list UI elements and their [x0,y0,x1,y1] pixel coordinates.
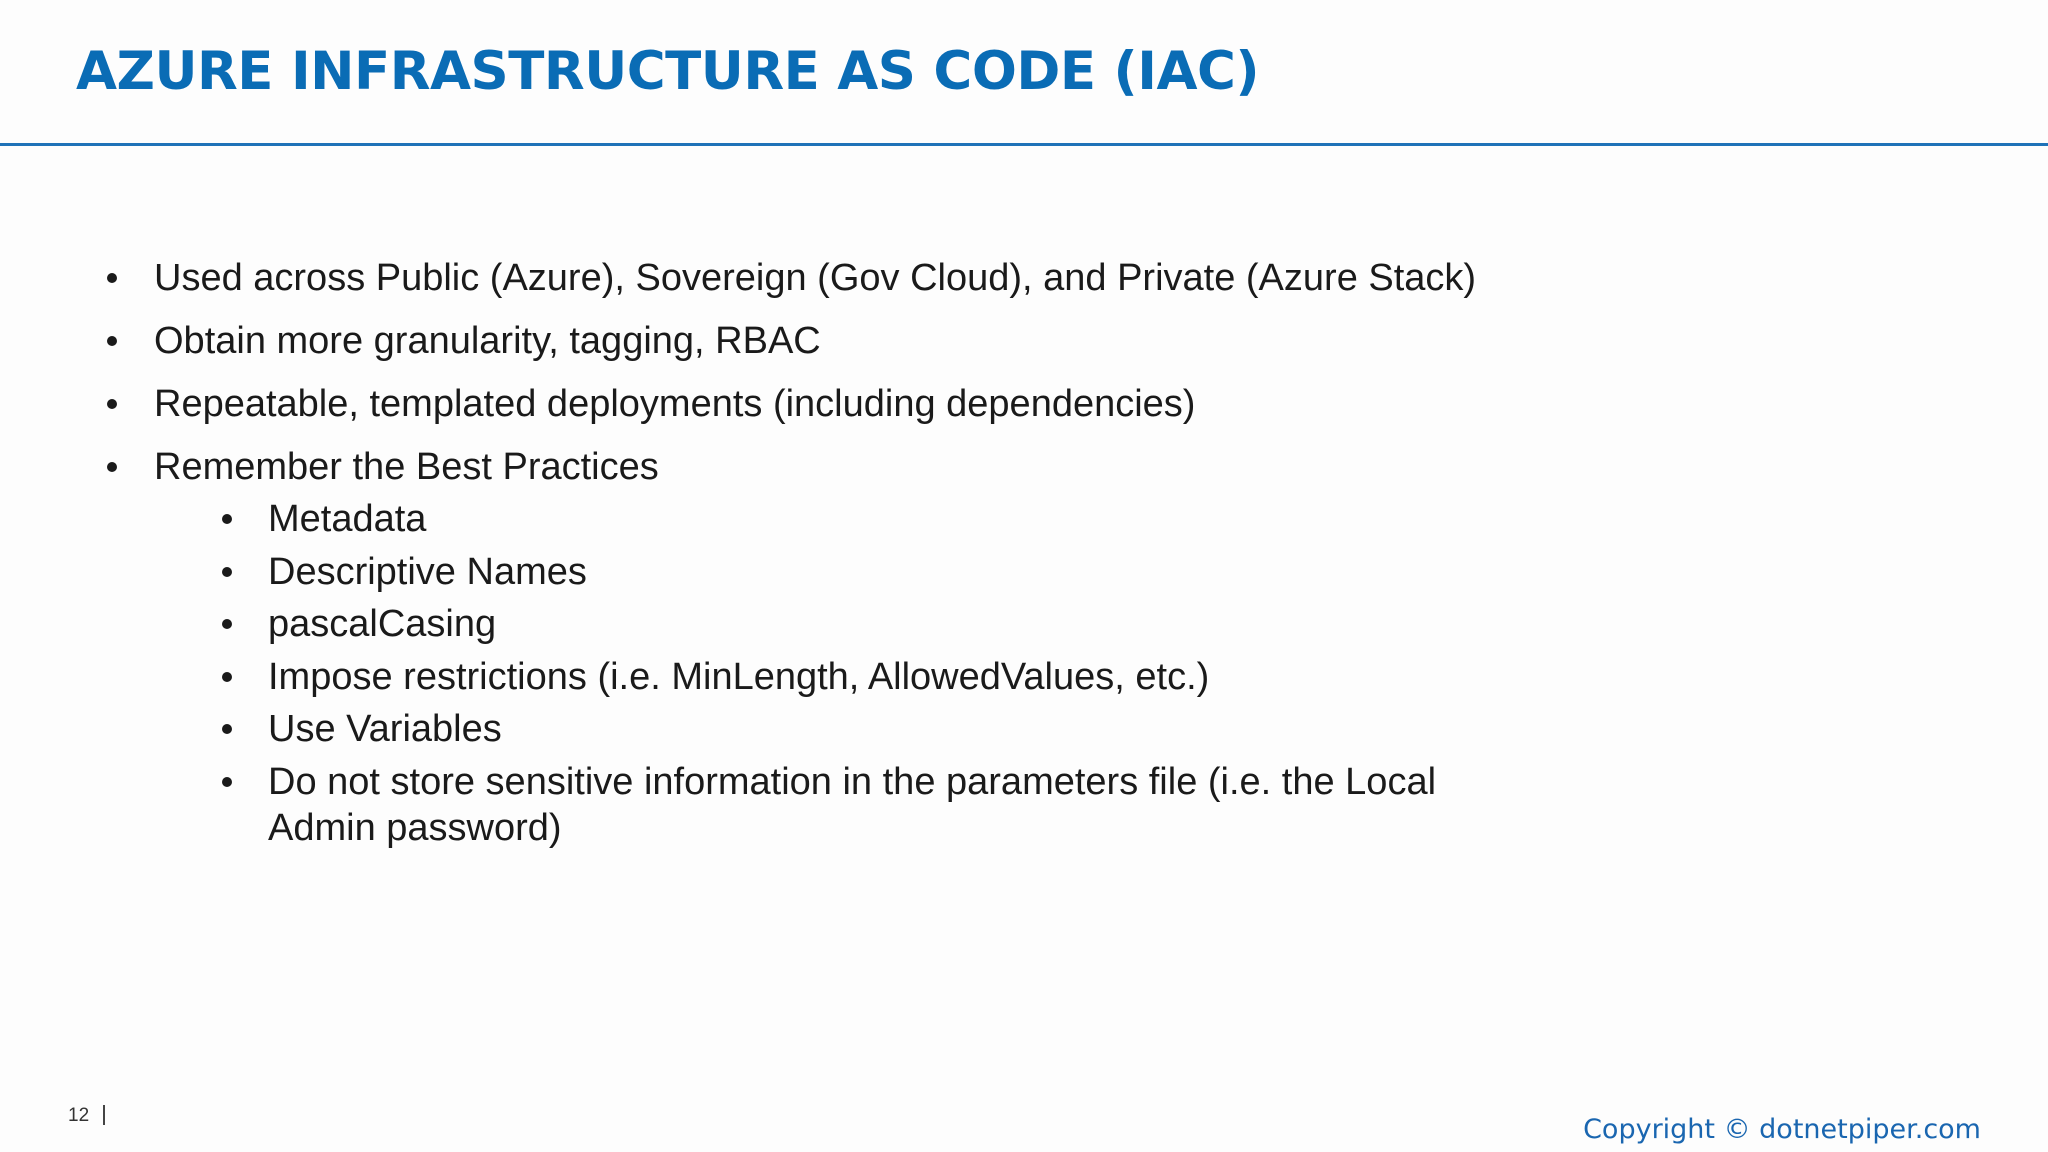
sub-bullet-icon [222,672,232,682]
bullet-icon [107,399,117,409]
bullet-item: Used across Public (Azure), Sovereign (G… [154,257,1477,299]
sub-bullet-icon [222,619,232,629]
bullet-icon [107,273,117,283]
sub-bullet-icon [222,724,232,734]
sub-bullet-item: Use Variables [268,708,502,750]
bullet-item: Remember the Best Practices [154,446,659,488]
copyright-notice: Copyright © dotnetpiper.com [1583,1114,1981,1145]
sub-bullet-item: Impose restrictions (i.e. MinLength, All… [268,656,1210,698]
title-divider [0,143,2048,146]
bullet-icon [107,462,117,472]
sub-bullet-item: Descriptive Names [268,551,587,593]
sub-bullet-icon [222,514,232,524]
sub-bullet-item: Metadata [268,498,427,540]
page-number: 12 [68,1105,90,1126]
sub-bullet-item: Do not store sensitive information in th… [268,761,1437,803]
page-number-separator [103,1105,105,1125]
sub-bullet-item-continuation: Admin password) [268,807,562,849]
sub-bullet-icon [222,777,232,787]
bullet-item: Obtain more granularity, tagging, RBAC [154,320,821,362]
slide-title: AZURE INFRASTRUCTURE AS CODE (IAC) [76,41,1260,102]
bullet-icon [107,336,117,346]
sub-bullet-item: pascalCasing [268,603,497,645]
bullet-item: Repeatable, templated deployments (inclu… [154,383,1196,425]
sub-bullet-icon [222,567,232,577]
